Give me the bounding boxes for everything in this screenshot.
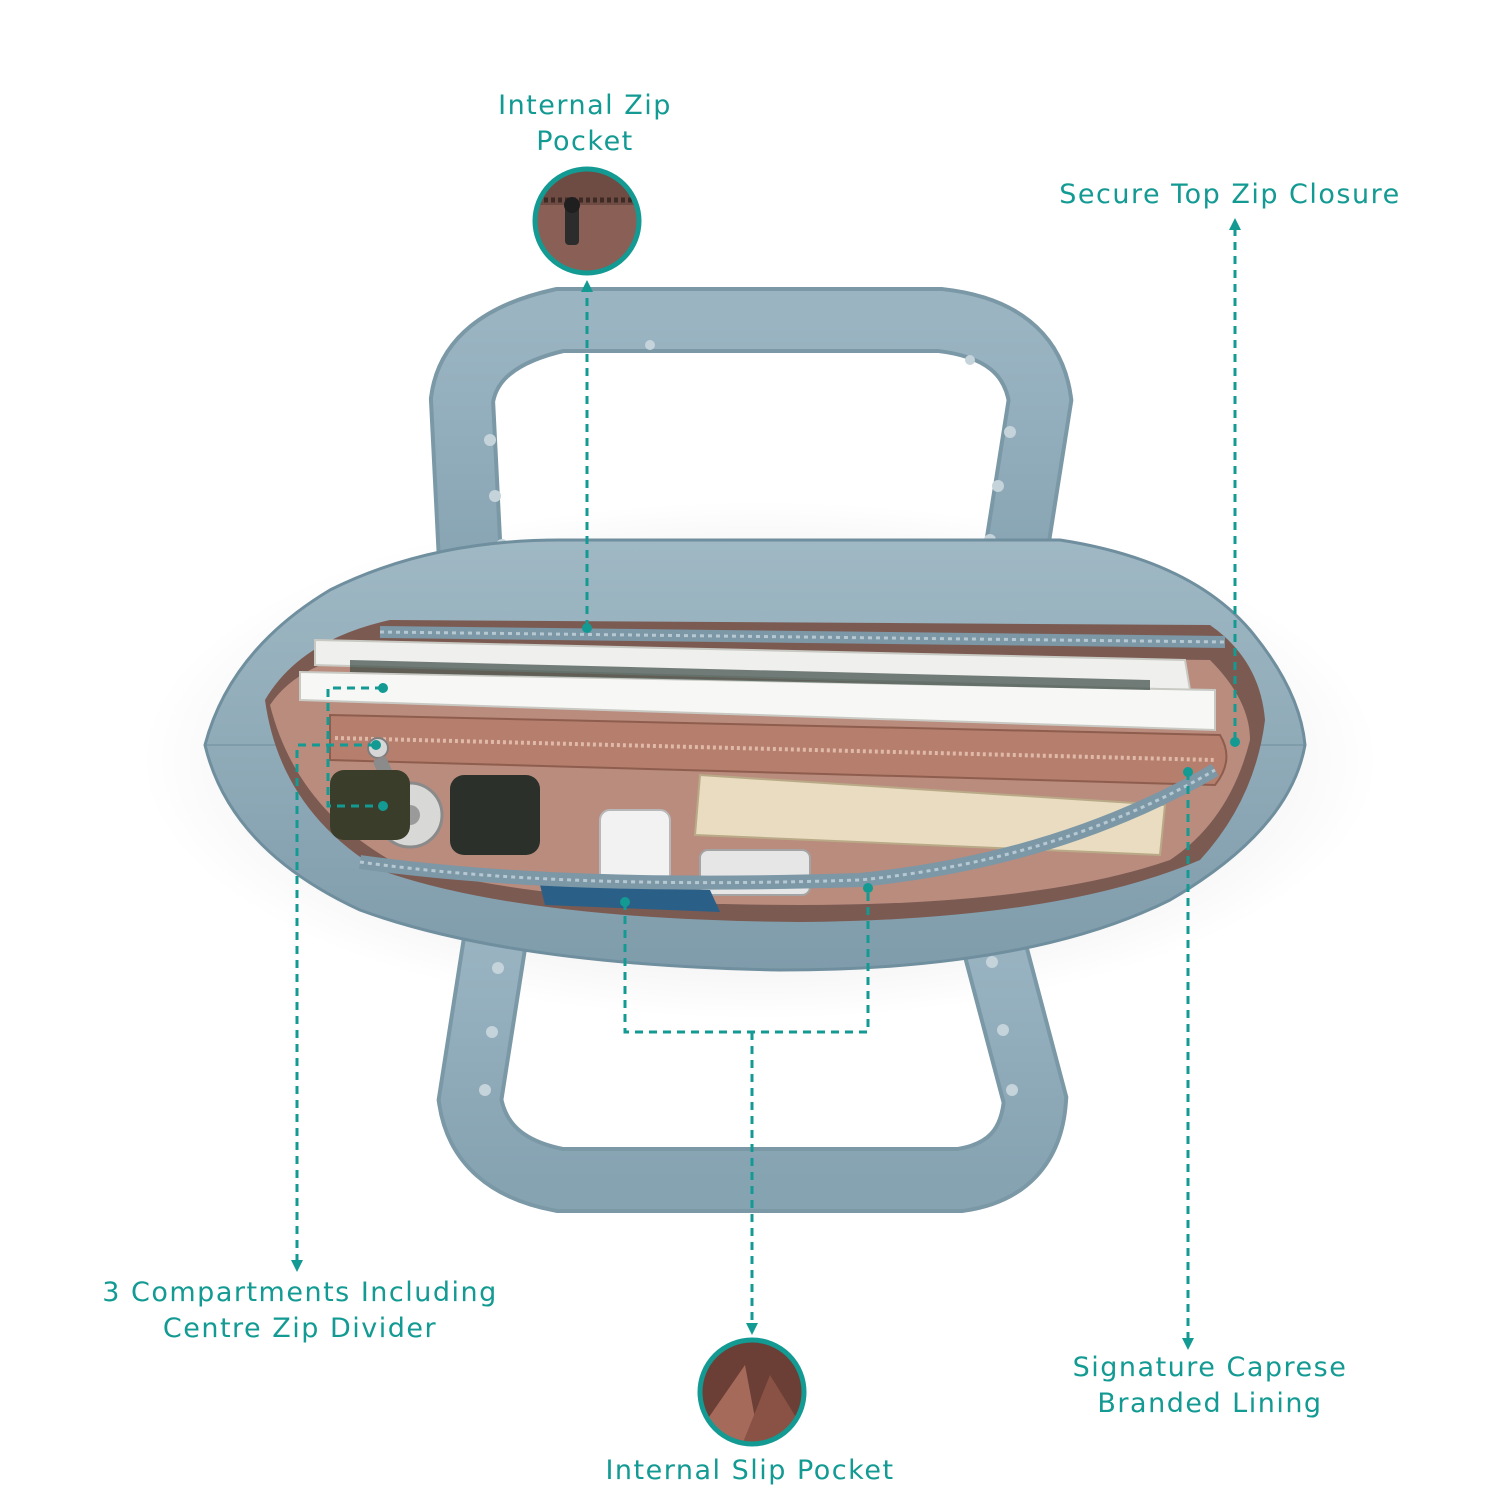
callout-text: Branded Lining — [1097, 1388, 1323, 1419]
internal-zip-pocket-thumbnail — [532, 166, 642, 276]
callout-internal-zip-pocket: Internal Zip Pocket — [460, 88, 710, 160]
callout-text: Internal Zip — [498, 90, 672, 121]
callout-text: Centre Zip Divider — [162, 1313, 438, 1344]
leader-arrows — [291, 218, 1241, 1350]
callout-text: Pocket — [536, 126, 634, 157]
callout-text: Secure Top Zip Closure — [1059, 179, 1401, 210]
callout-branded-lining: Signature Caprese Branded Lining — [1040, 1350, 1380, 1422]
bottom-handle — [436, 897, 1069, 1213]
callout-internal-slip-pocket: Internal Slip Pocket — [570, 1453, 930, 1489]
leader-lines — [295, 228, 1237, 1340]
callout-text: Signature Caprese — [1072, 1352, 1348, 1383]
internal-slip-pocket-thumbnail — [697, 1337, 807, 1447]
leader-dots — [371, 623, 1240, 907]
callout-text: Internal Slip Pocket — [605, 1455, 895, 1486]
top-handle — [428, 287, 1074, 623]
bag-contents — [299, 626, 1228, 912]
callout-text: 3 Compartments Including — [102, 1277, 498, 1308]
callout-secure-top-zip-closure: Secure Top Zip Closure — [1040, 177, 1420, 213]
callout-compartments: 3 Compartments Including Centre Zip Divi… — [80, 1275, 520, 1347]
